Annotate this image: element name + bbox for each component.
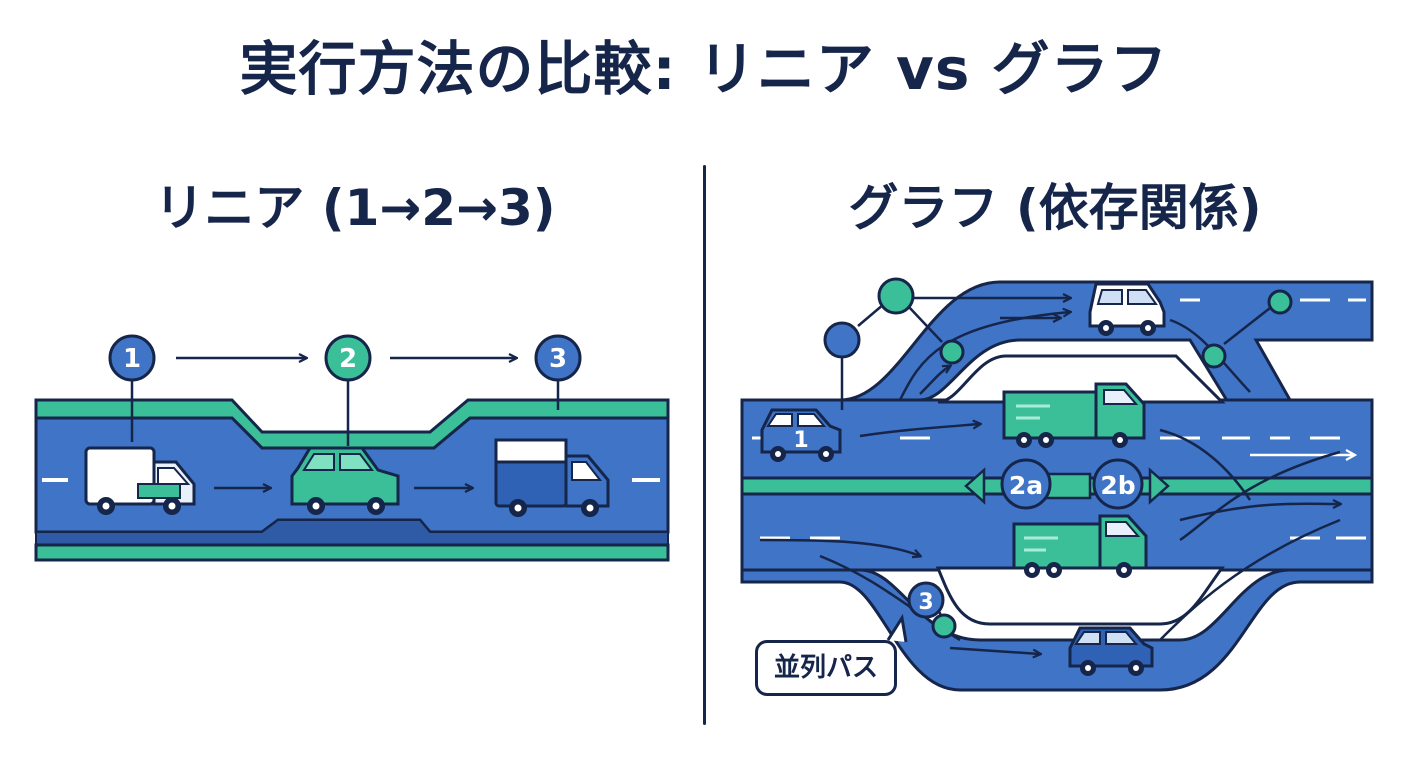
svg-text:1: 1	[123, 344, 141, 374]
step-node-3: 3	[534, 334, 582, 382]
graph-junction-node	[931, 613, 957, 639]
svg-text:3: 3	[918, 590, 933, 615]
graph-junction-node	[823, 321, 861, 359]
graph-junction-node	[1267, 289, 1293, 315]
car-icon	[290, 446, 400, 515]
graph-junction-node	[939, 339, 965, 365]
car-icon	[760, 408, 842, 462]
graph-junction-node	[877, 277, 915, 315]
linear-heading: リニア (1→2→3)	[154, 179, 556, 237]
svg-text:2: 2	[339, 344, 357, 374]
graph-node-2b: 2b	[1092, 458, 1144, 510]
graph-junction-node	[1201, 343, 1227, 369]
parallel-nodes: 2a 2b	[964, 458, 1170, 510]
linear-road-bottom-shoulder	[34, 543, 670, 562]
step-node-1: 1	[108, 334, 156, 382]
truck-icon	[494, 438, 610, 517]
graph-heading: グラフ (依存関係)	[848, 179, 1262, 237]
linear-steps: 1 2 3	[108, 334, 582, 446]
truck-icon	[1002, 382, 1146, 448]
graph-node-label-1: 1	[793, 428, 808, 453]
graph-connector-nodes	[823, 277, 1293, 639]
step-node-2: 2	[324, 334, 372, 382]
parallel-path-callout: 並列パス	[755, 640, 898, 696]
callout-pointer	[886, 613, 908, 643]
svg-text:2b: 2b	[1100, 471, 1135, 500]
svg-text:3: 3	[549, 344, 567, 374]
car-icon	[1068, 626, 1154, 676]
graph-node-3: 3	[907, 581, 945, 619]
truck-icon	[1012, 514, 1148, 578]
center-divider	[703, 165, 706, 725]
page-title: 実行方法の比較: リニア vs グラフ	[239, 35, 1169, 103]
van-icon	[84, 446, 196, 515]
graph-node-2a: 2a	[1000, 458, 1052, 510]
svg-text:2a: 2a	[1009, 471, 1043, 500]
van-icon	[1088, 282, 1166, 336]
